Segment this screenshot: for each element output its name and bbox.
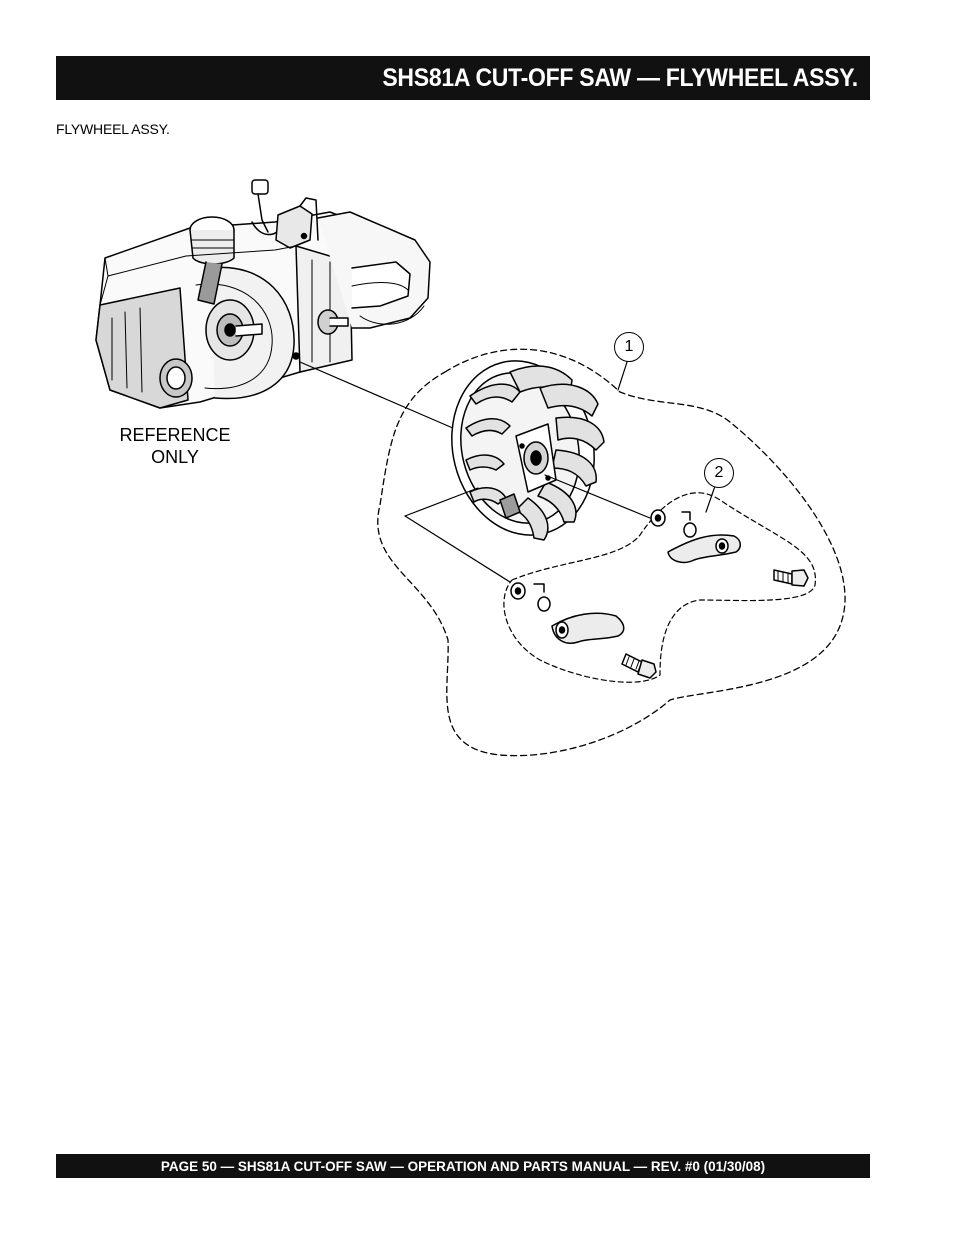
reference-note-line1: REFERENCE — [119, 425, 231, 445]
upper-hardware-illustration — [650, 509, 809, 587]
flywheel-illustration — [451, 360, 605, 541]
reference-note-line2: ONLY — [151, 447, 199, 467]
engine-block-illustration — [95, 179, 431, 409]
reference-only-note: REFERENCE ONLY — [100, 424, 250, 468]
footer-text: PAGE 50 — SHS81A CUT-OFF SAW — OPERATION… — [160, 1158, 766, 1174]
lower-hardware-illustration — [510, 582, 657, 679]
header-bar: SHS81A CUT-OFF SAW — FLYWHEEL ASSY. — [56, 56, 870, 100]
page-title: SHS81A CUT-OFF SAW — FLYWHEEL ASSY. — [382, 63, 858, 92]
section-label: FLYWHEEL ASSY. — [56, 121, 170, 137]
flywheel-exploded-diagram — [95, 179, 846, 757]
footer-bar: PAGE 50 — SHS81A CUT-OFF SAW — OPERATION… — [56, 1154, 870, 1178]
callout-1: 1 — [614, 332, 644, 362]
callout-2: 2 — [704, 458, 734, 488]
